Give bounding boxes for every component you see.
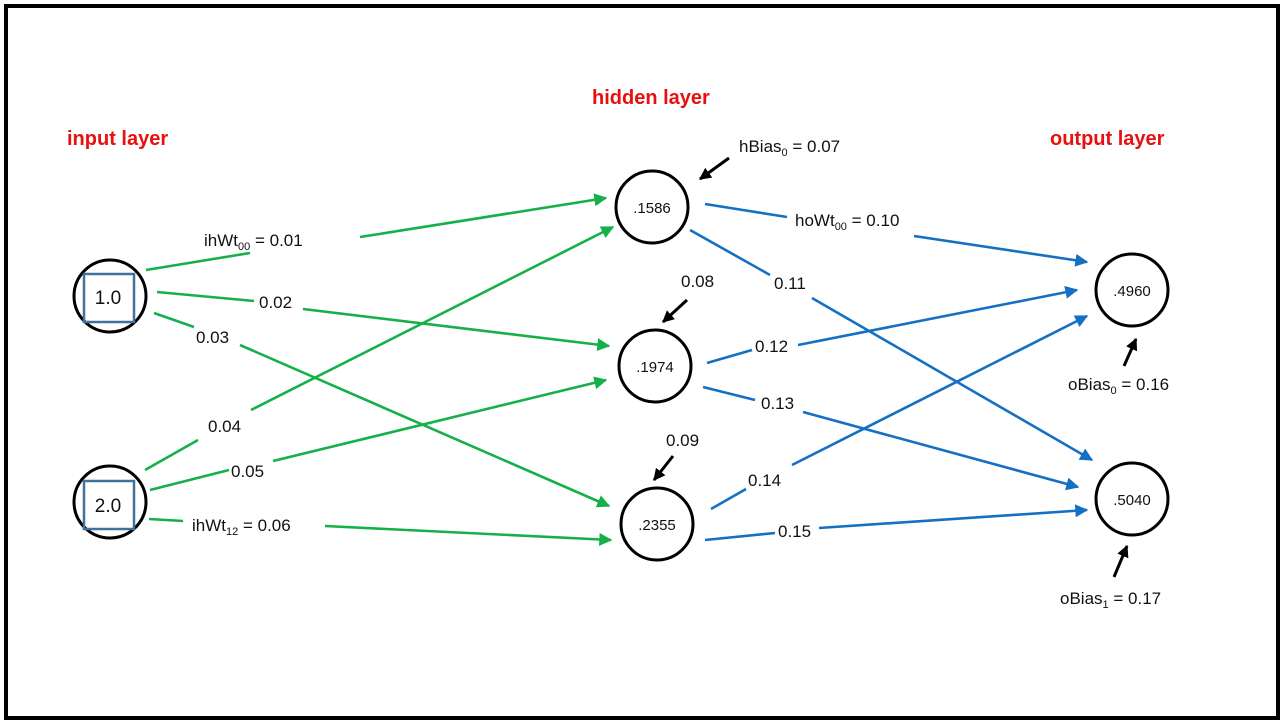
input-hidden-edges — [144, 193, 615, 546]
edge-h0-o0 — [913, 234, 1089, 267]
input-node-0: 1.0 — [72, 258, 148, 334]
hidden-value-2: .2355 — [638, 517, 676, 534]
edge-i0-h2-a — [153, 311, 195, 329]
output-node-1: .5040 — [1094, 461, 1170, 537]
hidden-bias-label-2: 0.09 — [666, 431, 699, 450]
hidden-value-0: .1586 — [633, 200, 671, 217]
weight-label-ho10: 0.12 — [755, 337, 788, 356]
hidden-value-1: .1974 — [636, 359, 674, 376]
hidden-node-2: .2355 — [619, 486, 695, 562]
hidden-node-1: .1974 — [617, 328, 693, 404]
weight-label-ih01: 0.02 — [259, 293, 292, 312]
weight-label-ih12: ihWt12 = 0.06 — [192, 516, 291, 538]
edge-i1-h1-a — [149, 468, 230, 492]
output-bias-label-0: oBias0 = 0.16 — [1068, 375, 1169, 397]
edge-h2-o1-a — [704, 531, 776, 542]
output-layer-title: output layer — [1050, 128, 1165, 150]
bias-arrow-h0 — [699, 156, 730, 181]
edge-i1-h2 — [324, 524, 613, 546]
edge-i1-h0-a — [144, 438, 199, 472]
edge-h1-o1-a — [702, 385, 756, 402]
hidden-bias-label-1: 0.08 — [681, 272, 714, 291]
weight-label-ih11: 0.05 — [231, 462, 264, 481]
diagram-frame — [4, 4, 1280, 720]
bias-arrow-h1 — [661, 298, 689, 324]
edge-h0-o1-a — [689, 228, 771, 277]
edge-i0-h2 — [239, 343, 611, 508]
input-value-1: 2.0 — [95, 496, 121, 517]
input-value-0: 1.0 — [95, 288, 121, 309]
bias-arrows — [652, 156, 1138, 578]
edge-i0-h1 — [302, 307, 611, 352]
edge-i1-h0 — [250, 225, 615, 412]
input-layer-title: input layer — [67, 128, 168, 150]
edge-h0-o1 — [811, 296, 1094, 462]
hidden-node-0: .1586 — [614, 169, 690, 245]
edge-h1-o0 — [797, 285, 1079, 347]
edge-h2-o0-a — [710, 487, 747, 511]
bias-arrow-o1 — [1112, 544, 1129, 578]
weight-label-ho01: 0.11 — [774, 274, 806, 293]
input-box-0 — [82, 272, 136, 324]
bias-arrow-h2 — [652, 455, 675, 481]
edge-h2-o0 — [791, 314, 1089, 467]
weight-label-ih02: 0.03 — [196, 328, 229, 347]
hidden-output-edges — [689, 202, 1094, 542]
output-node-0: .4960 — [1094, 252, 1170, 328]
hidden-layer-title: hidden layer — [592, 87, 710, 109]
weight-label-ho21: 0.15 — [778, 522, 811, 541]
edge-i0-h0-a — [145, 251, 251, 272]
edge-i1-h1 — [272, 376, 608, 463]
output-bias-label-1: oBias1 = 0.17 — [1060, 589, 1161, 611]
output-value-1: .5040 — [1113, 492, 1151, 509]
input-box-1 — [82, 479, 136, 531]
edge-h1-o0-a — [706, 348, 753, 365]
weight-label-ho11: 0.13 — [761, 394, 794, 413]
bias-arrow-o0 — [1122, 337, 1138, 367]
weight-label-ih10: 0.04 — [208, 417, 241, 436]
weight-label-ih00: ihWt00 = 0.01 — [204, 231, 303, 253]
edge-h1-o1 — [802, 410, 1080, 491]
edge-i0-h1-a — [156, 290, 255, 303]
edge-h0-o0-a — [704, 202, 788, 219]
weight-label-ho00: hoWt00 = 0.10 — [795, 211, 899, 233]
edge-h2-o1 — [818, 504, 1089, 530]
edge-i0-h0 — [359, 193, 608, 239]
input-node-1: 2.0 — [72, 464, 148, 540]
edge-i1-h2-a — [148, 517, 184, 523]
hidden-bias-label-0: hBias0 = 0.07 — [739, 137, 840, 159]
output-value-0: .4960 — [1113, 283, 1151, 300]
weight-label-ho20: 0.14 — [748, 471, 781, 490]
